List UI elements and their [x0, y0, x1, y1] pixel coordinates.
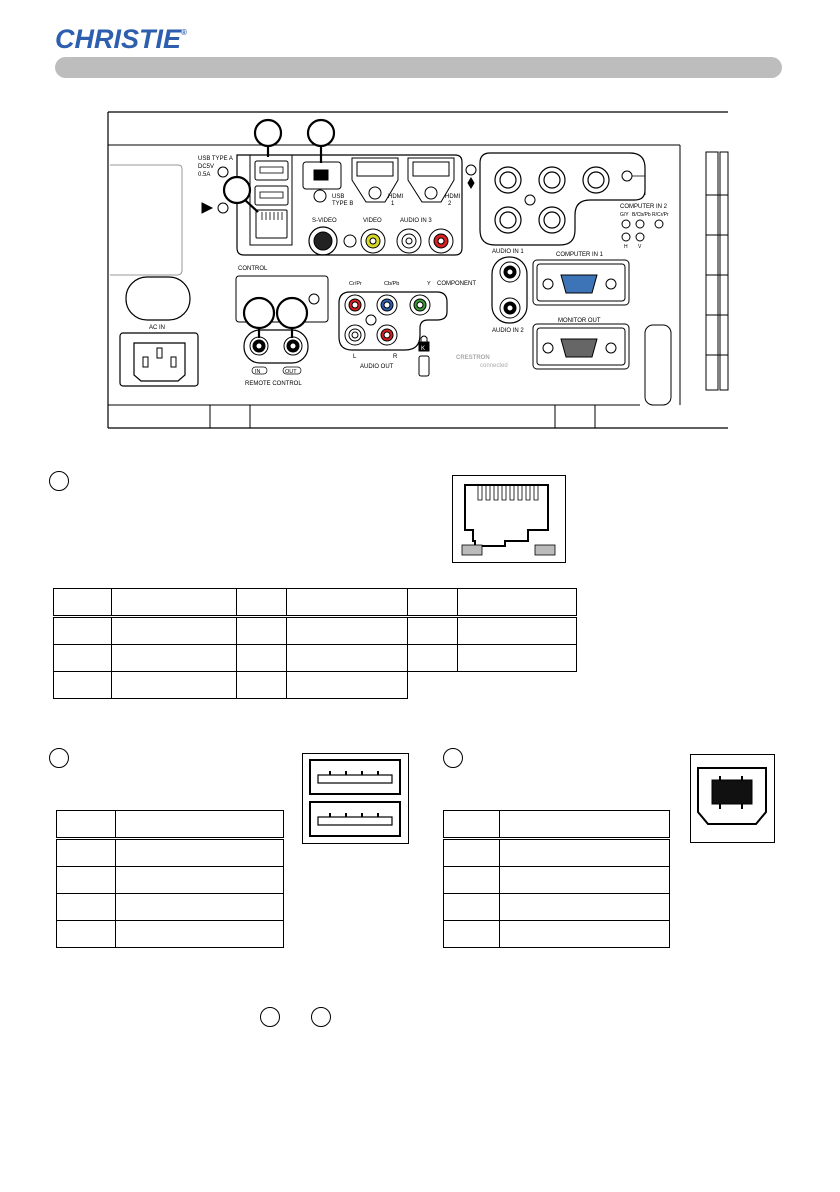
lan-arrow-icon [201, 202, 214, 214]
label-audio-out-l: L [353, 354, 357, 360]
label-r-cr-pr: R/Cr/Pr [652, 212, 669, 218]
label-monitor-out: MONITOR OUT [558, 318, 601, 324]
callout-usb-b [306, 118, 336, 148]
crestron-logo: CRESTRON [456, 355, 490, 361]
label-audio-out-r: R [393, 354, 398, 360]
callout-remote-in [242, 296, 276, 330]
label-hdmi2-num: 2 [448, 201, 452, 207]
lan-pin-table [53, 588, 577, 699]
vga-in-port [560, 274, 598, 294]
lan-port [255, 209, 288, 239]
label-v: V [638, 244, 642, 250]
brand-text: CHRISTIE [55, 24, 182, 54]
reference-number-remote-out [311, 1007, 331, 1027]
bnc-group [479, 152, 646, 246]
rear-panel-diagram: USB TYPE A DC5V 0.5A USB TYPE B HDMI 1 H… [107, 111, 729, 429]
label-computer-in1: COMPUTER IN 1 [556, 252, 604, 258]
label-cb-pb: Cb/Pb [384, 281, 399, 287]
usb-b-connector-illustration [690, 754, 775, 843]
section-number-lan [49, 471, 69, 491]
trademark: ® [181, 28, 187, 37]
label-component: COMPONENT [437, 281, 476, 287]
usb-b-pin-table [443, 810, 670, 948]
usb-a-pin-table [56, 810, 284, 948]
label-h: H [624, 244, 628, 250]
label-kensington: K [421, 346, 425, 352]
label-control: CONTROL [238, 266, 268, 272]
label-usb-power: DC5V [198, 164, 214, 170]
section-number-usb-a [49, 748, 69, 768]
label-g-y: G/Y [620, 212, 629, 218]
label-video: VIDEO [363, 218, 382, 224]
label-audio-out: AUDIO OUT [360, 364, 394, 370]
label-y: Y [427, 281, 431, 287]
label-type-b: TYPE B [332, 201, 353, 207]
label-audio-in2: AUDIO IN 2 [492, 328, 524, 334]
label-remote-out: OUT [285, 369, 297, 375]
label-hdmi2: HDMI [445, 194, 461, 200]
callouts [222, 118, 336, 338]
rj45-connector-illustration [452, 475, 566, 563]
hdmi-ports [351, 157, 455, 203]
label-ac-in: AC IN [149, 325, 165, 331]
vents [644, 151, 729, 406]
callout-lan [222, 175, 252, 205]
vga-out-port [560, 338, 598, 358]
label-s-video: S-VIDEO [312, 218, 337, 224]
label-usb-type-a: USB TYPE A [198, 156, 233, 162]
label-usb: USB [332, 194, 344, 200]
label-audio-in3: AUDIO IN 3 [400, 218, 432, 224]
label-remote-control: REMOTE CONTROL [245, 381, 302, 387]
header-bar [55, 57, 782, 78]
label-audio-in1: AUDIO IN 1 [492, 249, 524, 255]
label-computer-in2: COMPUTER IN 2 [620, 204, 668, 210]
christie-logo: CHRISTIE® [55, 24, 187, 55]
callout-usb-a [253, 118, 283, 148]
crestron-connected: connected [480, 363, 508, 369]
ac-in-socket [119, 332, 199, 387]
callout-remote-out [275, 296, 309, 330]
label-remote-in: IN [255, 369, 261, 375]
reference-number-remote-in [260, 1007, 280, 1027]
label-hdmi1: HDMI [388, 194, 404, 200]
label-hdmi1-num: 1 [391, 201, 395, 207]
usb-a-ports [249, 154, 293, 246]
section-number-usb-b [443, 748, 463, 768]
label-cr-pr: Cr/Pr [349, 281, 362, 287]
label-usb-current: 0.5A [198, 172, 210, 178]
usb-a-connector-illustration [302, 753, 409, 844]
label-b-cb-pb: B/Cb/Pb [632, 212, 651, 218]
kensington-lock-icon [418, 341, 430, 352]
